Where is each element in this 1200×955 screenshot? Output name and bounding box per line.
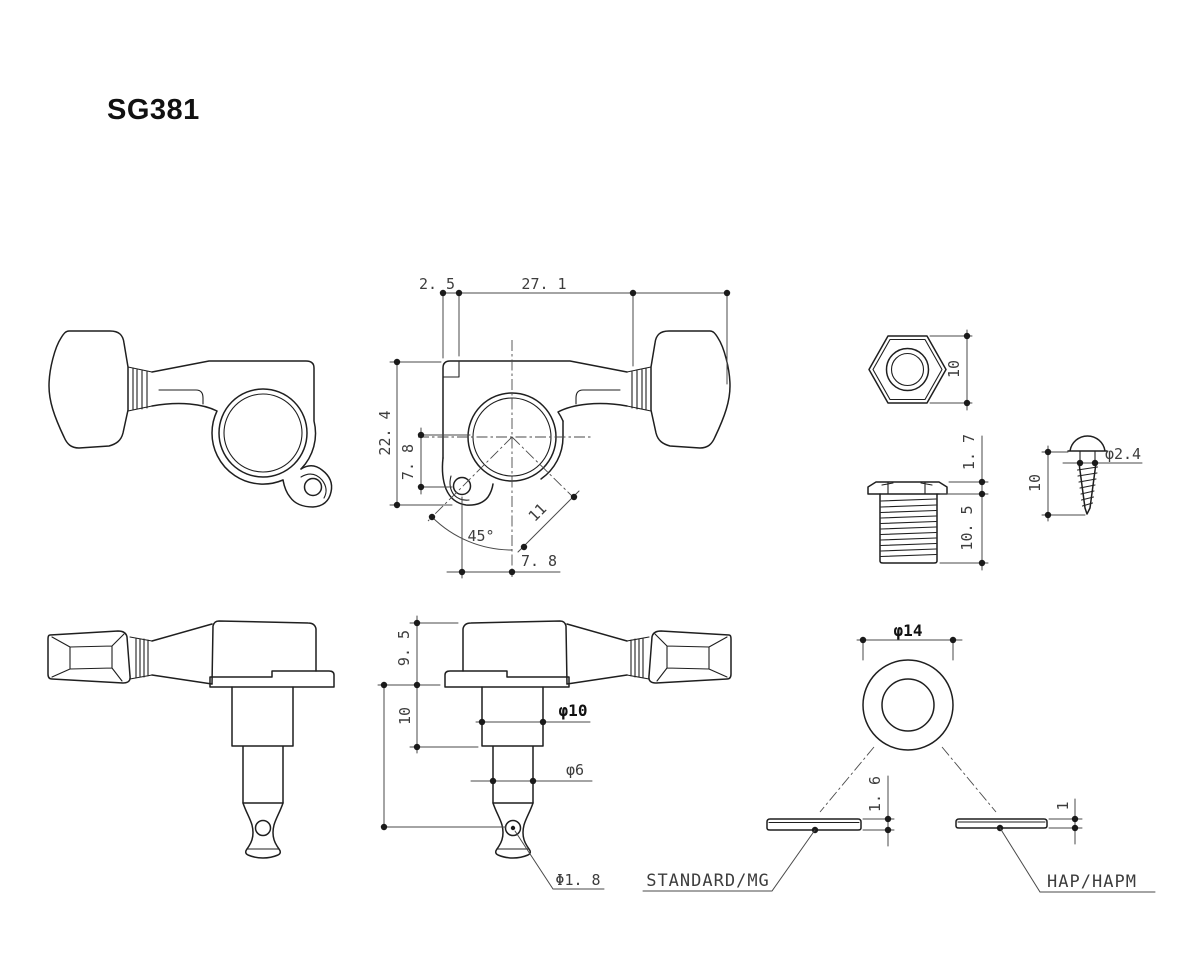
label-standard-mg: STANDARD/MG (646, 871, 770, 891)
dim-11: 11 (525, 500, 551, 526)
tuner-side-view-dimensioned: 2. 5 27. 1 22. 4 7. 8 45° 11 7. 8 (376, 275, 731, 579)
dim-bushing-1-7: 1. 7 (960, 434, 978, 470)
dim-screw-phi-2-4: φ2.4 (1105, 445, 1141, 463)
dim-22-4: 22. 4 (376, 410, 394, 455)
bushing-side-view: 1. 7 10. 5 (867, 434, 989, 571)
dim-front-phi-10: φ10 (559, 701, 588, 720)
dim-2-5: 2. 5 (419, 275, 455, 293)
tuner-front-view-left (47, 620, 335, 859)
dim-front-phi-1-8: Φ1. 8 (555, 871, 600, 889)
washer-views: φ14 STANDARD/MG 1. 6 HAP/HAPM 1 (642, 621, 1156, 893)
page-title: SG381 (107, 94, 200, 126)
dim-7-8-vertical: 7. 8 (399, 444, 417, 480)
tuner-side-view-left (48, 330, 333, 508)
dim-bushing-10-5: 10. 5 (958, 505, 976, 550)
dim-front-10: 10 (396, 707, 414, 725)
dim-7-8-horizontal: 7. 8 (521, 552, 557, 570)
dim-washer-phi-14: φ14 (894, 621, 923, 640)
mounting-screw-view: 10 φ2.4 (1026, 435, 1143, 522)
label-hap-hapm: HAP/HAPM (1047, 872, 1137, 892)
hex-nut-top-view: 10 (868, 329, 973, 411)
dim-washer-1-6: 1. 6 (866, 776, 884, 812)
tuner-front-view-dimensioned: 9. 5 10 φ10 φ6 Φ1. 8 (377, 615, 732, 890)
dim-front-phi-6: φ6 (566, 761, 584, 779)
dim-washer-1: 1 (1054, 801, 1072, 810)
dim-nut-10: 10 (945, 360, 963, 378)
dim-front-9-5: 9. 5 (395, 630, 413, 666)
dim-screw-10: 10 (1026, 474, 1044, 492)
dim-27-1: 27. 1 (521, 275, 566, 293)
dim-45-degrees: 45° (467, 527, 494, 545)
